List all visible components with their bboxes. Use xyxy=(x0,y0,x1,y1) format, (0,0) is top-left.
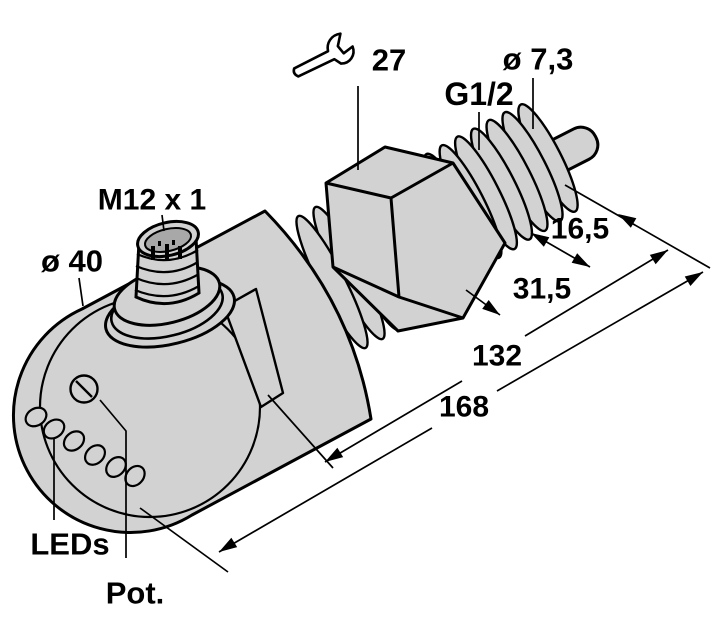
dim-16-5-text: 16,5 xyxy=(551,213,609,246)
led-windows xyxy=(24,406,146,488)
pot-label: Pot. xyxy=(106,576,165,611)
connector-core xyxy=(143,227,193,253)
ext-132-left xyxy=(267,394,334,469)
wrench-size-label: 27 xyxy=(372,43,406,78)
m12-connector xyxy=(104,219,236,349)
tip-extension-line xyxy=(564,184,711,269)
wrench-icon xyxy=(292,32,355,78)
dim-132-line xyxy=(324,249,669,463)
potentiometer-screw xyxy=(69,374,99,404)
housing-flat xyxy=(222,287,285,409)
drawing-texts: 27 G1/2 ø 7,3 M12 x 1 ø 40 16,5 31,5 132… xyxy=(30,42,609,611)
dim-168-text: 168 xyxy=(439,391,489,424)
leds-label: LEDs xyxy=(30,527,109,562)
connector-thread-label: M12 x 1 xyxy=(98,184,206,217)
process-thread-label: G1/2 xyxy=(444,76,513,112)
tip-diameter-label: ø 7,3 xyxy=(503,42,574,77)
housing-diameter-label: ø 40 xyxy=(41,244,103,279)
connector-leader xyxy=(161,214,165,232)
dim-31-5-text: 31,5 xyxy=(513,273,571,306)
ext-168-left xyxy=(139,507,229,573)
pot-leader xyxy=(99,399,127,558)
hex-nut xyxy=(324,145,507,333)
leader-lines xyxy=(53,78,534,558)
housing-diameter-leader xyxy=(78,277,84,307)
dim-168-line xyxy=(218,271,704,553)
connector-pins xyxy=(151,240,182,260)
dimension-arrowheads xyxy=(219,214,703,552)
dim-132-text: 132 xyxy=(472,340,522,373)
